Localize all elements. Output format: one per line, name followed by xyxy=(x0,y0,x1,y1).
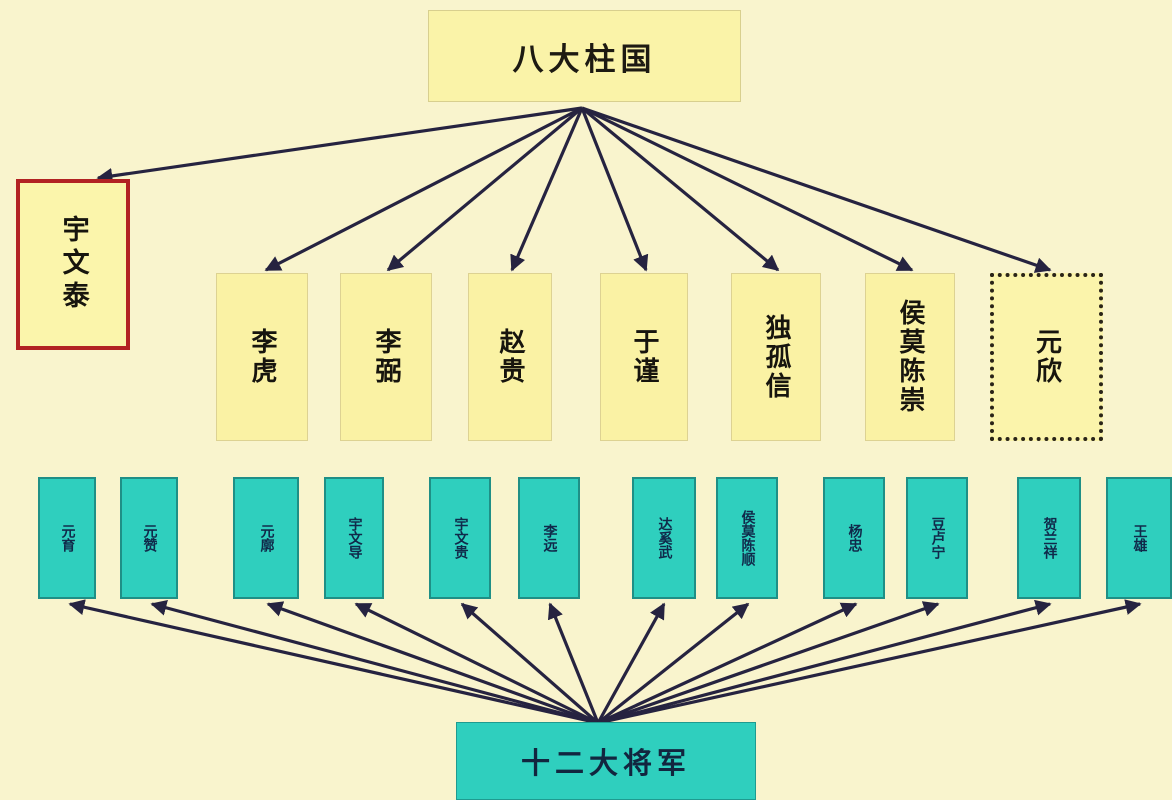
node-label: 宇文贵 xyxy=(452,517,469,559)
node-label: 于谨 xyxy=(629,328,660,386)
node-general-11[interactable]: 贺兰祥 xyxy=(1017,477,1081,599)
edge-to-pillar-6 xyxy=(581,106,914,272)
edge-to-general-8 xyxy=(597,602,750,725)
edge-to-pillar-1 xyxy=(264,106,583,272)
node-label: 杨忠 xyxy=(846,524,863,552)
node-label: 宇文导 xyxy=(346,517,363,559)
node-general-10[interactable]: 豆卢宁 xyxy=(906,477,968,599)
edge-to-pillar-3 xyxy=(510,107,584,272)
node-label: 豆卢宁 xyxy=(929,517,946,559)
node-label: 元育 xyxy=(59,524,76,552)
edge-to-general-7 xyxy=(596,602,666,724)
edge-to-pillar-7 xyxy=(581,106,1052,273)
edge-to-general-12 xyxy=(597,599,1142,725)
node-general-1[interactable]: 元育 xyxy=(38,477,96,599)
node-general-7[interactable]: 达奚武 xyxy=(632,477,696,599)
node-yuwentai-highlighted[interactable]: 宇文泰 xyxy=(16,179,130,350)
node-label: 李远 xyxy=(541,524,558,552)
edge-to-general-9 xyxy=(597,602,858,725)
node-general-6[interactable]: 李远 xyxy=(518,477,580,599)
node-label: 王雄 xyxy=(1131,524,1148,552)
node-pillar-3[interactable]: 赵贵 xyxy=(468,273,552,441)
node-label: 侯莫陈顺 xyxy=(739,510,756,566)
node-label: 宇文泰 xyxy=(57,215,89,314)
edge-to-general-4 xyxy=(354,602,599,725)
edge-to-general-11 xyxy=(597,599,1052,725)
edge-to-general-1 xyxy=(68,599,599,725)
node-twelve-generals-root[interactable]: 十二大将军 xyxy=(456,722,756,800)
node-label: 李虎 xyxy=(247,328,278,386)
edge-to-pillar-5 xyxy=(580,106,780,272)
node-label: 贺兰祥 xyxy=(1041,517,1058,559)
edge-to-general-6 xyxy=(547,602,600,724)
edge-to-yuwentai xyxy=(96,106,583,184)
node-pillar-4[interactable]: 于谨 xyxy=(600,273,688,441)
node-label: 侯莫陈崇 xyxy=(895,299,926,415)
node-general-2[interactable]: 元赞 xyxy=(120,477,178,599)
edge-to-general-10 xyxy=(597,601,940,725)
edge-to-pillar-2 xyxy=(386,106,584,272)
node-pillar-7[interactable]: 元欣 xyxy=(990,273,1103,441)
node-label: 达奚武 xyxy=(656,517,673,559)
node-eight-pillars-root[interactable]: 八大柱国 xyxy=(428,10,741,102)
node-label: 十二大将军 xyxy=(520,746,691,780)
node-label: 元欣 xyxy=(1031,328,1062,386)
edge-to-general-2 xyxy=(150,599,599,725)
edge-to-pillar-4 xyxy=(580,107,649,272)
bottom-edge-group xyxy=(68,599,1142,725)
node-label: 元赞 xyxy=(141,524,158,552)
node-pillar-1[interactable]: 李虎 xyxy=(216,273,308,441)
node-general-3[interactable]: 元廓 xyxy=(233,477,299,599)
node-pillar-2[interactable]: 李弼 xyxy=(340,273,432,441)
node-label: 独孤信 xyxy=(761,313,792,401)
node-label: 李弼 xyxy=(371,328,402,386)
node-general-5[interactable]: 宇文贵 xyxy=(429,477,491,599)
edge-to-general-5 xyxy=(460,602,600,725)
node-label: 八大柱国 xyxy=(512,41,657,78)
edge-to-general-3 xyxy=(266,601,599,725)
node-label: 元廓 xyxy=(258,524,275,552)
node-general-8[interactable]: 侯莫陈顺 xyxy=(716,477,778,599)
node-general-9[interactable]: 杨忠 xyxy=(823,477,885,599)
node-general-4[interactable]: 宇文导 xyxy=(324,477,384,599)
node-pillar-6[interactable]: 侯莫陈崇 xyxy=(865,273,955,441)
node-pillar-5[interactable]: 独孤信 xyxy=(731,273,821,441)
top-edge-group xyxy=(96,106,1052,273)
node-label: 赵贵 xyxy=(495,328,526,386)
node-general-12[interactable]: 王雄 xyxy=(1106,477,1172,599)
